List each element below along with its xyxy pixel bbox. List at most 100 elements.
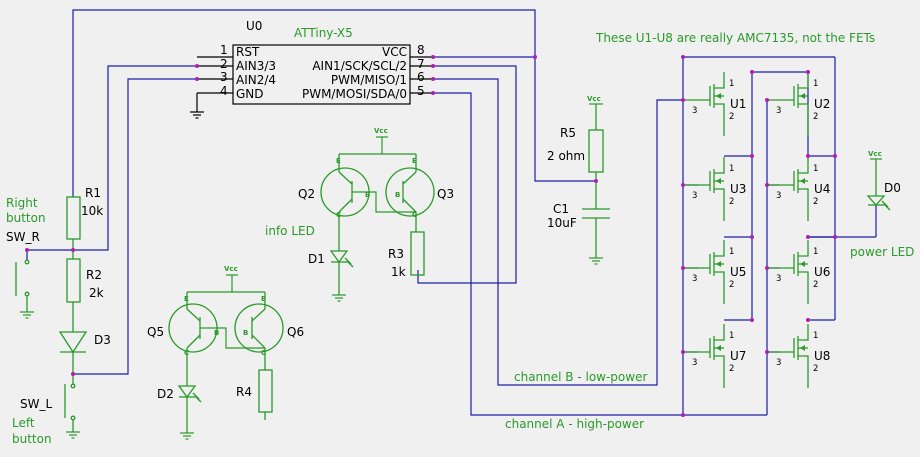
pin2-label: 2	[729, 280, 734, 290]
junction	[71, 248, 75, 252]
d2-ray2	[194, 395, 202, 403]
r3-ref: R3	[388, 247, 404, 261]
mcu-pin7-num: 7	[417, 57, 425, 71]
pin2-label: 2	[813, 197, 818, 207]
pin2-lead	[798, 103, 809, 136]
sw-left-ref: SW_L	[20, 397, 52, 411]
pin2-label: 2	[729, 112, 734, 122]
q2-q3-base-link	[352, 191, 416, 213]
q5-q6-circuit: Vcc E C B Q5 E C B Q6 R4	[147, 265, 304, 440]
sw-right-line1: Right	[6, 196, 38, 210]
junctions	[25, 55, 837, 417]
q3-collector	[402, 198, 417, 213]
mcu-pin1-num: 1	[220, 43, 228, 57]
gnd-symbol	[332, 294, 346, 302]
q6-emitter	[251, 308, 266, 322]
junction	[806, 154, 810, 158]
pin2-label: 2	[813, 364, 818, 374]
switch-left[interactable]: SW_L Left button	[12, 374, 80, 446]
sw-right-contact-b	[24, 291, 30, 297]
r3-body	[410, 231, 425, 276]
mcu-pin2-num: 2	[220, 57, 228, 71]
q2-pin-e: E	[336, 157, 341, 165]
arrow-mark	[800, 345, 805, 351]
pin2-label: 2	[729, 197, 734, 207]
r1-value: 10k	[81, 204, 103, 218]
mcu-pin4-num: 4	[220, 84, 228, 98]
sw-left-contact-b	[70, 415, 76, 421]
junction	[533, 55, 537, 59]
junction	[833, 154, 837, 158]
pin1-label: 1	[813, 79, 818, 89]
mcu-u0: U0 ATTiny-X5 1 2 3 4 RST AIN3/3 AIN2/4 G…	[190, 19, 433, 119]
pin1-lead	[798, 72, 809, 89]
switch-right[interactable]: Right button SW_R	[6, 196, 73, 319]
q2-pin-b: B	[365, 191, 370, 199]
mcu-pin6-num: 6	[417, 70, 425, 84]
d1-body	[329, 250, 349, 264]
driver-ref: U6	[814, 265, 830, 279]
q3-pin-c: C	[412, 211, 417, 219]
pin3-label: 3	[776, 106, 781, 116]
junction	[765, 98, 769, 102]
junction	[25, 248, 29, 252]
junction	[833, 235, 837, 239]
channel-b-label: channel B - low-power	[514, 370, 647, 384]
diode-d3: D3	[58, 331, 111, 374]
pin1-lead	[798, 240, 809, 257]
resistor-r1: R1 10k	[66, 186, 103, 250]
mcu-body	[232, 44, 411, 105]
junction	[681, 98, 685, 102]
pin7-wire	[417, 65, 517, 284]
pin1-label: 1	[813, 331, 818, 341]
driver-ref: U8	[814, 349, 830, 363]
vcc-label: Vcc	[374, 127, 388, 135]
q5-pin-b: B	[214, 329, 219, 337]
channel-a-wire	[433, 92, 767, 416]
ain3-wire	[73, 65, 197, 251]
junction	[594, 179, 598, 183]
pin1-label: 1	[813, 247, 818, 257]
pin2-label: 2	[813, 280, 818, 290]
pin3-label: 3	[692, 106, 697, 116]
r2-ref: R2	[86, 268, 102, 282]
pin1-lead	[714, 240, 725, 257]
junction	[765, 266, 769, 270]
arrow-mark	[800, 93, 805, 99]
d0-ray2	[883, 203, 891, 211]
driver-ref: U2	[814, 97, 830, 111]
q6-pin-c: C	[261, 349, 266, 357]
mcu-pin2-name: AIN3/3	[236, 59, 276, 73]
q3-body	[385, 167, 435, 217]
q5-pin-e: E	[184, 295, 189, 303]
pin3-label: 3	[776, 358, 781, 368]
pin2-lead	[798, 355, 809, 388]
q6-ref: Q6	[287, 325, 304, 339]
junction	[431, 77, 435, 81]
q5-emitter	[186, 308, 201, 322]
wires	[72, 9, 877, 416]
vcc-label: Vcc	[868, 150, 882, 158]
arrow-mark	[800, 178, 805, 184]
gnd-symbol	[20, 311, 34, 319]
vcc-label: Vcc	[587, 95, 601, 103]
sw-right-ref: SW_R	[6, 230, 40, 244]
r2-value: 2k	[89, 286, 104, 300]
pin3-label: 3	[776, 191, 781, 201]
gnd-symbol	[589, 257, 603, 265]
driver-ref: U4	[814, 182, 830, 196]
r5-ref: R5	[560, 126, 576, 140]
channel-b-wire	[433, 78, 683, 386]
pin1-label: 1	[729, 331, 734, 341]
junction	[750, 318, 754, 322]
c1-value: 10uF	[547, 216, 577, 230]
q6-pin-b: B	[243, 329, 248, 337]
pin1-lead	[714, 324, 725, 341]
arrow-mark	[716, 345, 721, 351]
mcu-pin1-name: RST	[236, 45, 260, 59]
